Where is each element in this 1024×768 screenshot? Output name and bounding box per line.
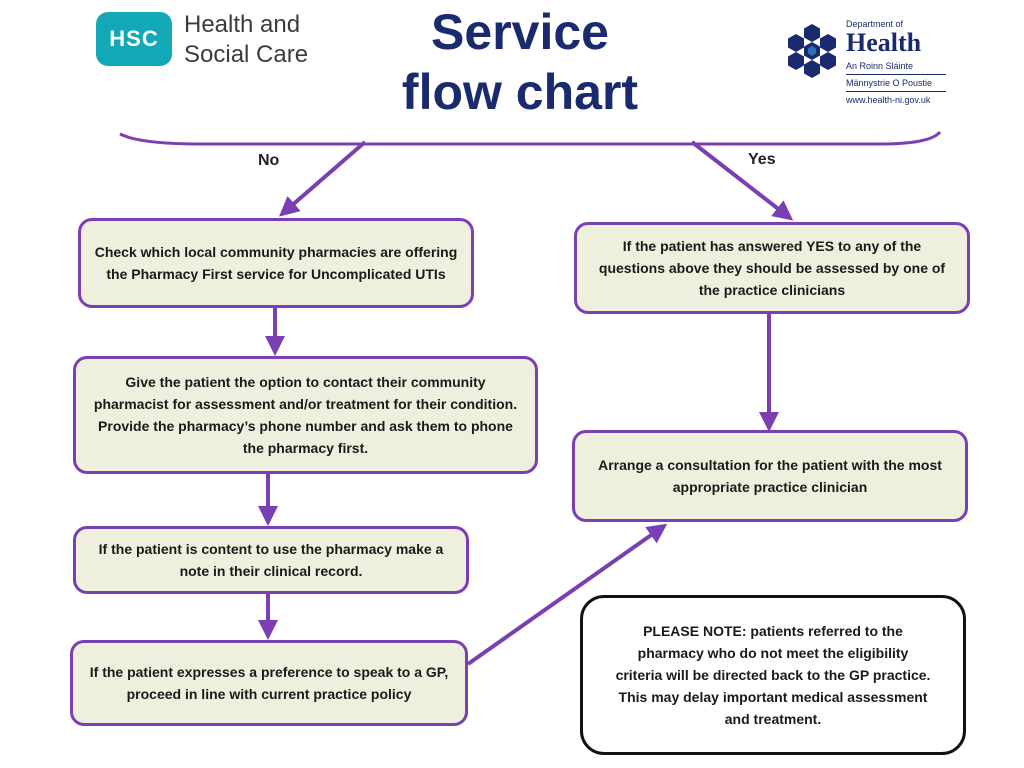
decision-shape-edge [119, 130, 942, 146]
arrow-yes [690, 140, 794, 221]
step-gp-preference: If the patient expresses a preference to… [70, 640, 468, 726]
doh-logo: Department of Health An Roinn Sláinte Mä… [784, 18, 964, 130]
doh-health: Health [846, 28, 922, 57]
branch-label-no: No [258, 152, 280, 169]
step-assess-by-clinician: If the patient has answered YES to any o… [574, 222, 970, 314]
doh-irish: An Roinn Sláinte [846, 61, 914, 71]
step-assess-by-clinician-text: If the patient has answered YES to any o… [598, 238, 946, 298]
hsc-line1: Health and [184, 11, 301, 38]
step-offer-pharmacy-option-text: Give the patient the option to contact t… [93, 374, 518, 456]
title-line2: flow chart [401, 64, 639, 120]
step-gp-preference-text: If the patient expresses a preference to… [89, 664, 449, 702]
hexagon-cluster-icon [788, 24, 836, 78]
doh-divider [846, 91, 946, 92]
doh-divider [846, 74, 946, 75]
title-line1: Service [431, 4, 609, 60]
arrow-left4-right2 [466, 523, 668, 666]
doh-dept: Department of [846, 19, 904, 29]
page-title: Service flow chart [340, 2, 700, 122]
doh-ulster: Männystrie O Poustie [846, 78, 933, 88]
step-record-note: If the patient is content to use the pha… [73, 526, 469, 594]
step-check-pharmacies: Check which local community pharmacies a… [78, 218, 474, 308]
doh-logo-text: Department of Health An Roinn Sláinte Mä… [846, 18, 946, 106]
hsc-logo: HSC Health and Social Care [96, 10, 316, 68]
please-note-box: PLEASE NOTE: patients referred to the ph… [580, 595, 966, 755]
arrow-no [278, 140, 367, 217]
step-offer-pharmacy-option: Give the patient the option to contact t… [73, 356, 538, 474]
step-record-note-text: If the patient is content to use the pha… [98, 541, 444, 579]
hsc-line2: Social Care [184, 41, 309, 68]
step-arrange-consultation: Arrange a consultation for the patient w… [572, 430, 968, 522]
step-arrange-consultation-text: Arrange a consultation for the patient w… [598, 457, 942, 495]
please-note-text: PLEASE NOTE: patients referred to the ph… [615, 623, 931, 727]
doh-url: www.health-ni.gov.uk [846, 95, 931, 105]
hsc-logo-text: Health and Social Care [184, 10, 308, 70]
hsc-badge: HSC [96, 12, 172, 66]
step-check-pharmacies-text: Check which local community pharmacies a… [94, 244, 458, 282]
branch-label-yes: Yes [748, 151, 776, 168]
